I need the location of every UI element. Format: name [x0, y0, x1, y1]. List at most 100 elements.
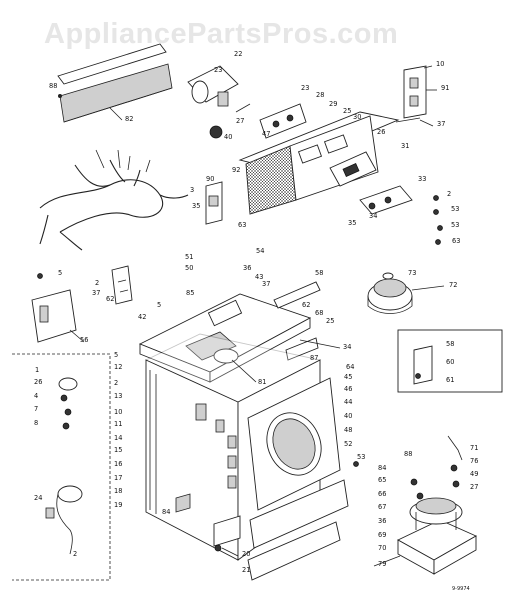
part-number-label: 14	[114, 434, 122, 442]
part-number-label: 13	[114, 392, 122, 400]
part-number-label: 56	[80, 336, 88, 344]
part-number-label: 69	[378, 531, 386, 539]
part-number-label: 17	[114, 474, 122, 482]
part-number-label: 8	[34, 419, 38, 427]
part-number-label: 60	[446, 358, 454, 366]
timer-assembly	[187, 65, 251, 139]
part-number-label: 70	[378, 544, 386, 552]
part-number-label: 27	[236, 117, 244, 125]
part-number-label: 51	[185, 253, 193, 261]
part-number-label: 68	[315, 309, 323, 317]
part-number-label: 82	[125, 115, 133, 123]
switch-bracket-small	[205, 181, 223, 225]
leader-lines	[69, 65, 445, 567]
part-number-label: 26	[377, 128, 385, 136]
inset-switch-parts	[397, 329, 503, 393]
part-number-label: 1	[35, 366, 39, 374]
part-number-label: 2	[114, 379, 118, 387]
part-number-label: 26	[34, 378, 42, 386]
wiring-harness	[39, 149, 189, 251]
part-number-label: 46	[344, 385, 352, 393]
part-number-label: 84	[162, 508, 170, 516]
part-number-label: 25	[326, 317, 334, 325]
part-number-label: 45	[344, 373, 352, 381]
part-number-label: 35	[192, 202, 200, 210]
part-number-label: 34	[343, 343, 351, 351]
part-number-label: 87	[310, 354, 318, 362]
part-number-label: 53	[357, 453, 365, 461]
part-number-label: 40	[344, 412, 352, 420]
part-number-label: 28	[316, 91, 324, 99]
part-number-label: 2	[95, 279, 99, 287]
part-number-label: 91	[441, 84, 449, 92]
part-number-label: 85	[186, 289, 194, 297]
part-number-label: 25	[343, 107, 351, 115]
part-number-label: 16	[114, 460, 122, 468]
control-panel	[238, 103, 400, 215]
part-number-label: 50	[185, 264, 193, 272]
part-number-label: 58	[446, 340, 454, 348]
part-number-label: 37	[437, 120, 445, 128]
part-number-label: 12	[114, 363, 122, 371]
part-number-label: 36	[243, 264, 251, 272]
part-number-label: 81	[258, 378, 266, 386]
part-number-label: 23	[214, 66, 222, 74]
part-number-label: 23	[301, 84, 309, 92]
part-number-label: 5	[58, 269, 62, 277]
part-number-label: 19	[114, 501, 122, 509]
part-number-label: 24	[34, 494, 42, 502]
lid-switch-parts	[37, 265, 133, 305]
part-number-label: 30	[353, 113, 361, 121]
part-number-label: 84	[378, 464, 386, 472]
part-number-label: 10	[114, 408, 122, 416]
part-number-label: 54	[256, 247, 264, 255]
part-number-label: 88	[49, 82, 57, 90]
part-number-label: 7	[34, 405, 38, 413]
part-number-label: 66	[378, 490, 386, 498]
part-number-label: 62	[106, 295, 114, 303]
part-number-label: 58	[315, 269, 323, 277]
part-number-label: 34	[369, 212, 377, 220]
part-number-label: 37	[262, 280, 270, 288]
part-number-label: 53	[451, 205, 459, 213]
part-number-label: 76	[470, 457, 478, 465]
part-number-label: 31	[401, 142, 409, 150]
part-number-label: 64	[346, 363, 354, 371]
part-number-label: 2	[73, 550, 77, 558]
part-number-label: 4	[34, 392, 38, 400]
watermark-text: AppliancePartsPros.com	[44, 18, 399, 50]
part-number-label: 72	[449, 281, 457, 289]
motor-assembly	[397, 435, 477, 575]
part-number-label: 67	[378, 503, 386, 511]
part-number-label: 21	[242, 566, 250, 574]
part-number-label: 11	[114, 420, 122, 428]
inset-latch-parts	[12, 353, 111, 581]
part-number-label: 35	[348, 219, 356, 227]
side-bracket	[31, 289, 77, 343]
part-number-label: 73	[408, 269, 416, 277]
part-number-label: 65	[378, 476, 386, 484]
part-number-label: 44	[344, 398, 352, 406]
part-number-label: 53	[451, 221, 459, 229]
part-number-label: 88	[404, 450, 412, 458]
part-number-label: 10	[436, 60, 444, 68]
switch-brackets	[359, 65, 443, 245]
part-number-label: 43	[255, 273, 263, 281]
part-number-label: 49	[470, 470, 478, 478]
part-number-label: 71	[470, 444, 478, 452]
part-number-label: 42	[138, 313, 146, 321]
part-number-label: 5	[157, 301, 161, 309]
part-number-label: 63	[452, 237, 460, 245]
part-number-label: 40	[224, 133, 232, 141]
diagram-code: 9-9974	[452, 586, 470, 592]
pump	[367, 272, 413, 314]
top-cover	[138, 281, 321, 383]
part-number-label: 90	[206, 175, 214, 183]
part-number-label: 27	[470, 483, 478, 491]
part-number-label: 61	[446, 376, 454, 384]
panel-trim-strip	[57, 43, 173, 123]
part-number-label: 62	[302, 301, 310, 309]
part-number-label: 29	[329, 100, 337, 108]
